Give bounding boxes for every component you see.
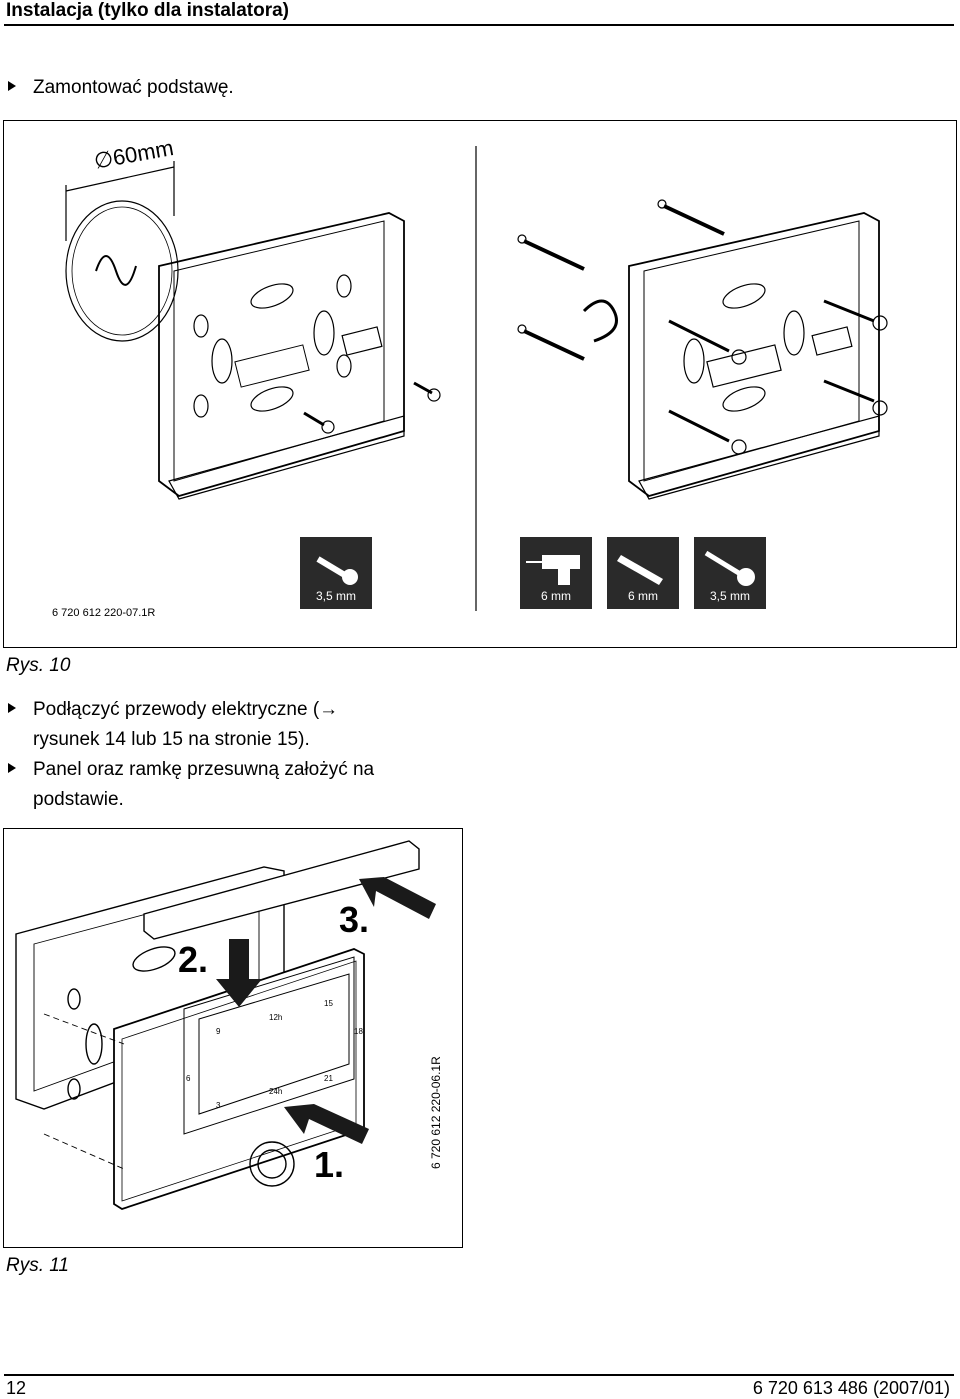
screw-icon bbox=[704, 550, 755, 586]
bullet-icon bbox=[8, 80, 16, 91]
step-panel-text-1: Panel oraz ramkę przesuwną założyć na bbox=[33, 759, 375, 780]
dial-label-15: 15 bbox=[324, 999, 333, 1008]
figure-11-doc-code: 6 720 612 220-06.1R bbox=[429, 1056, 443, 1169]
wall-plug-icon bbox=[617, 555, 663, 585]
step-2-label: 2. bbox=[178, 939, 209, 980]
document-reference: 6 720 613 486 (2007/01) bbox=[752, 1378, 950, 1398]
tool-wall-plug-box: 6 mm bbox=[607, 537, 679, 609]
tool-screw-label-1: 3,5 mm bbox=[315, 589, 356, 603]
figure-11: 2. 3. 1. 6 720 612 220-06.1R 9 12h 15 18… bbox=[3, 828, 463, 1248]
tool-drill-box: 6 mm bbox=[520, 537, 592, 609]
page-number: 12 bbox=[6, 1378, 27, 1398]
page-header-title: Instalacja (tylko dla instalatora) bbox=[6, 0, 289, 21]
dial-label-9: 9 bbox=[216, 1027, 221, 1036]
step-panel-line-2: podstawie. bbox=[33, 789, 124, 810]
tool-screw-box-1: 3,5 mm bbox=[300, 537, 372, 609]
step-3-label: 3. bbox=[339, 899, 370, 940]
dial-label-12h: 12h bbox=[269, 1013, 283, 1022]
bullet-icon bbox=[8, 762, 16, 773]
dial-label-18: 18 bbox=[354, 1027, 363, 1036]
step-connect-wires-text-1: Podłączyć przewody elektryczne (→ bbox=[33, 699, 339, 720]
figure-10: ∅60mm 6 720 612 220-07.1R 3,5 mm 6 mm 6 … bbox=[3, 120, 957, 648]
step-connect-wires-line-2: rysunek 14 lub 15 na stronie 15). bbox=[33, 729, 310, 750]
dial-label-21: 21 bbox=[324, 1074, 333, 1083]
figure-10-doc-code: 6 720 612 220-07.1R bbox=[52, 607, 156, 619]
figure-11-illustration bbox=[15, 840, 436, 1210]
dial-label-24h: 24h bbox=[269, 1087, 283, 1096]
tool-screw-label-2: 3,5 mm bbox=[709, 589, 750, 603]
screw-icon bbox=[316, 556, 358, 585]
figure-10-illustration bbox=[65, 146, 888, 611]
header-divider bbox=[4, 24, 954, 26]
step-panel: Panel oraz ramkę przesuwną założyć na bbox=[8, 755, 374, 785]
drill-icon bbox=[526, 555, 580, 585]
dial-label-6: 6 bbox=[186, 1074, 191, 1083]
step-1-label: 1. bbox=[314, 1144, 345, 1185]
step-connect-wires: Podłączyć przewody elektryczne (→ bbox=[8, 695, 338, 725]
bullet-icon bbox=[8, 702, 16, 713]
step-mount-base: Zamontować podstawę. bbox=[8, 73, 234, 103]
tool-drill-label: 6 mm bbox=[541, 589, 571, 603]
figure-11-caption: Rys. 11 bbox=[6, 1255, 70, 1276]
tool-screw-box-2: 3,5 mm bbox=[694, 537, 766, 609]
tool-wall-plug-label: 6 mm bbox=[628, 589, 658, 603]
step-mount-base-text: Zamontować podstawę. bbox=[33, 77, 234, 98]
footer-divider bbox=[4, 1374, 954, 1376]
figure-10-caption: Rys. 10 bbox=[6, 655, 71, 676]
dial-label-3: 3 bbox=[216, 1101, 221, 1110]
